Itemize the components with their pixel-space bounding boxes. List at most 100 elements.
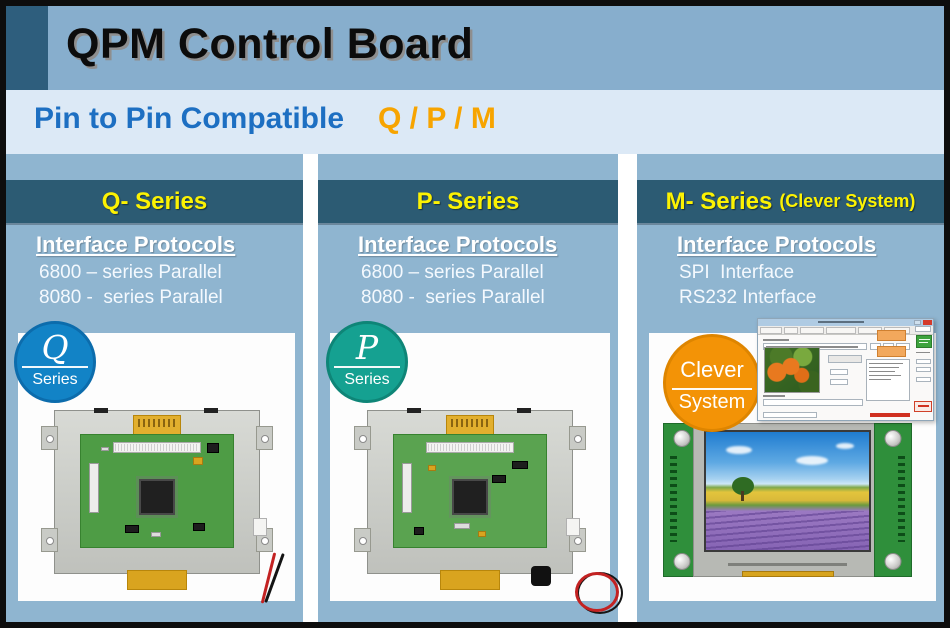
m-protocol-1: SPI Interface xyxy=(679,262,795,283)
q-series-header-label: Q- Series xyxy=(101,187,208,215)
subtitle-row: Pin to Pin Compatible Q / P / M xyxy=(6,90,944,154)
status-bar-field xyxy=(763,412,817,418)
power-connector xyxy=(252,518,267,536)
mounting-ear xyxy=(354,528,371,552)
column-q-series: Q- Series Interface Protocols 6800 – ser… xyxy=(6,154,303,622)
component xyxy=(492,475,506,483)
q-protocol-2: 8080 - series Parallel xyxy=(39,287,223,308)
spin-field xyxy=(830,369,848,375)
component xyxy=(414,527,424,535)
board-clip xyxy=(203,408,218,413)
green-pcb xyxy=(393,434,547,548)
p-badge-divider xyxy=(333,365,401,368)
red-wire-loop xyxy=(575,572,619,612)
q-badge-divider xyxy=(21,365,89,368)
p-badge-label: Series xyxy=(344,371,390,388)
component xyxy=(192,457,203,465)
mounting-ear xyxy=(354,426,371,450)
board-clip xyxy=(93,408,108,413)
app-tab-row xyxy=(758,326,933,335)
title-accent-block xyxy=(6,6,48,90)
status-box xyxy=(916,377,931,382)
q-series-header: Q- Series xyxy=(6,180,303,223)
standoff-screw xyxy=(673,553,691,570)
component xyxy=(512,461,528,469)
lavender-field xyxy=(706,511,869,550)
dropdown-field xyxy=(915,326,931,332)
buzzer-component xyxy=(531,566,551,586)
status-box xyxy=(916,367,931,372)
component xyxy=(124,525,139,533)
q-protocols-title: Interface Protocols xyxy=(36,232,236,257)
flex-cable-bottom xyxy=(126,570,187,590)
p-protocols-title: Interface Protocols xyxy=(358,232,558,257)
pcb-wing-right xyxy=(874,423,912,577)
flex-cable-bottom xyxy=(440,570,500,590)
display-module xyxy=(663,423,912,577)
component xyxy=(100,447,109,451)
p-series-badge: P Series xyxy=(326,321,408,403)
connection-status-text xyxy=(870,413,910,417)
app-title-text xyxy=(818,321,864,323)
ffc-connector xyxy=(426,442,514,453)
board-clip xyxy=(407,408,421,413)
subtitle-text: Pin to Pin Compatible xyxy=(34,102,345,135)
component xyxy=(478,531,486,537)
mounting-ear xyxy=(569,426,586,450)
columns-area: Q- Series Interface Protocols 6800 – ser… xyxy=(6,154,944,622)
p-series-header-label: P- Series xyxy=(416,187,520,215)
pin-header xyxy=(898,456,905,542)
page-title: QPM Control Board xyxy=(66,20,474,68)
clever-system-badge: Clever System xyxy=(663,334,761,432)
side-connector xyxy=(402,463,412,513)
q-product-photo xyxy=(18,333,295,604)
p-series-header: P- Series xyxy=(318,180,618,223)
p-protocol-1: 6800 – series Parallel xyxy=(361,262,544,283)
app-titlebar xyxy=(758,319,933,326)
main-chip xyxy=(452,479,488,515)
m-series-header-suffix: (Clever System) xyxy=(779,191,916,211)
clever-badge-line1: Clever xyxy=(680,357,744,382)
component xyxy=(206,443,219,453)
component xyxy=(428,465,436,471)
display-frame xyxy=(693,423,882,577)
display-screen xyxy=(704,430,871,552)
p-badge-letter: P xyxy=(355,328,379,367)
gold-connector-tab xyxy=(741,571,834,577)
clever-system-app-screenshot xyxy=(757,318,934,421)
m-protocols-title: Interface Protocols xyxy=(677,232,877,257)
image-preview-oranges xyxy=(764,347,820,393)
q-control-board xyxy=(40,408,285,604)
q-badge-letter: Q xyxy=(41,328,69,367)
standoff-screw xyxy=(884,553,902,570)
q-protocol-1: 6800 – series Parallel xyxy=(39,262,222,283)
status-box xyxy=(916,359,931,364)
clever-badge-line2: System xyxy=(678,391,746,413)
load-file-button xyxy=(877,346,906,357)
field-label xyxy=(763,339,789,341)
close-icon xyxy=(923,320,932,325)
q-badge-label: Series xyxy=(32,371,78,388)
standoff-screw xyxy=(673,430,691,447)
title-bar: QPM Control Board xyxy=(6,6,944,90)
board-clip xyxy=(517,408,531,413)
column-m-series: M- Series (Clever System) Interface Prot… xyxy=(637,154,944,622)
ffc-connector xyxy=(112,442,201,453)
green-pcb xyxy=(79,434,234,548)
m-series-header: M- Series (Clever System) xyxy=(637,180,944,223)
gray-button xyxy=(828,355,862,363)
q-series-badge: Q Series xyxy=(14,321,96,403)
clever-badge-divider xyxy=(671,387,753,390)
cancel-button xyxy=(914,401,932,412)
column-p-series: P- Series Interface Protocols 6800 – ser… xyxy=(318,154,623,622)
mounting-ear xyxy=(40,528,58,552)
mounting-ear xyxy=(40,426,58,450)
component xyxy=(454,523,470,529)
tree-graphic xyxy=(732,476,755,501)
mounting-ear xyxy=(255,426,273,450)
m-protocol-2: RS232 Interface xyxy=(679,287,817,308)
side-connector xyxy=(88,463,99,513)
mounting-ear xyxy=(255,528,273,552)
progress-field xyxy=(763,399,863,406)
